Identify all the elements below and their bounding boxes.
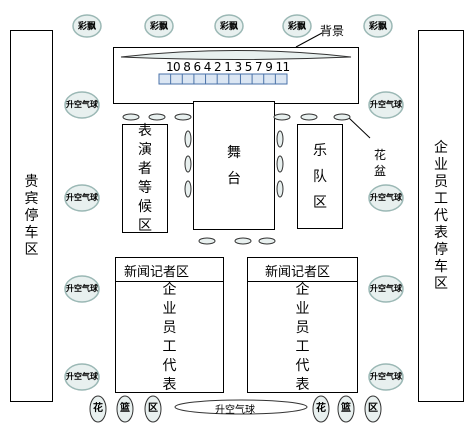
numbers-bar-frame [158, 73, 288, 85]
employees-label-left: 企业员工代表 [162, 282, 177, 393]
stage-label: 舞台 [227, 144, 241, 187]
streamer-label: 彩飘 [219, 22, 239, 32]
flower-basket [312, 395, 330, 423]
balloon-ellipse [64, 184, 100, 212]
bottom-balloon-label: 升空气球 [215, 405, 255, 416]
divider-right [247, 281, 358, 282]
press-label-right: 新闻记者区 [265, 265, 331, 280]
stage-numbers-bar [158, 73, 288, 85]
flower-basket [116, 395, 134, 423]
balloon-ellipse [64, 363, 100, 391]
flower-basket [89, 395, 107, 423]
flower-pot [198, 237, 216, 245]
flower-pot-label: 花盆 [373, 148, 386, 178]
flower-pot [174, 113, 192, 121]
stage-area [193, 101, 275, 230]
backdrop-label: 背景 [320, 24, 345, 38]
flower-basket-label: 花 [316, 403, 326, 414]
balloon-ellipse [368, 363, 404, 391]
balloon-ellipse [64, 275, 100, 303]
flower-pot-pointer [348, 117, 371, 139]
ellipse-layer [64, 14, 404, 391]
flower-pot [333, 113, 351, 121]
flower-pot [276, 155, 284, 173]
employee-parking-area [418, 30, 464, 402]
press-area-right [247, 257, 358, 393]
flower-pot [258, 237, 276, 245]
balloon-ellipse [64, 91, 100, 119]
streamer-ellipse [144, 14, 174, 38]
backdrop-curve [120, 50, 352, 60]
balloon-label: 升空气球 [66, 372, 98, 381]
streamer-label: 彩飘 [77, 22, 97, 32]
balloon-label: 升空气球 [370, 193, 402, 202]
press-label-left: 新闻记者区 [124, 265, 190, 280]
flower-pot [234, 237, 252, 245]
balloon-label: 升空气球 [370, 284, 402, 293]
balloon-ellipse [368, 275, 404, 303]
flower-basket-label: 花 [93, 403, 103, 414]
callout-lines [295, 32, 371, 139]
flower-pot [273, 113, 291, 121]
vip-parking-area [10, 30, 53, 402]
performers-waiting-area [122, 124, 168, 233]
flower-pot [122, 113, 140, 121]
balloon-ellipse [368, 91, 404, 119]
streamer-label: 彩飘 [287, 22, 307, 32]
backdrop-pointer [295, 32, 323, 48]
band-area [297, 124, 343, 229]
streamer-ellipse [363, 14, 393, 38]
streamer-ellipse [282, 14, 312, 38]
balloon-label: 升空气球 [370, 372, 402, 381]
streamer-label: 彩飘 [368, 22, 388, 32]
flower-pot [300, 113, 318, 121]
streamer-ellipse [214, 14, 244, 38]
performers-waiting-label: 表演者等候区 [138, 122, 152, 234]
flower-pot [184, 180, 192, 198]
flower-basket-label: 篮 [120, 403, 130, 414]
bottom-decor [89, 395, 382, 423]
balloon-label: 升空气球 [66, 193, 98, 202]
flower-basket-label: 篮 [341, 403, 351, 414]
streamer-ellipse [72, 14, 102, 38]
balloon-label: 升空气球 [66, 100, 98, 109]
flower-pot [276, 130, 284, 148]
band-label: 乐队区 [313, 142, 327, 211]
balloon-ellipse [368, 184, 404, 212]
stage-numbers: 10 8 6 4 2 1 3 5 7 9 11 [166, 60, 290, 74]
press-area-left [115, 257, 224, 393]
employees-label-right: 企业员工代表 [295, 282, 310, 393]
vip-parking-label: 贵宾停车区 [24, 173, 39, 258]
divider-left [115, 281, 224, 282]
streamer-label: 彩飘 [149, 22, 169, 32]
flower-pot [184, 130, 192, 148]
flower-basket [337, 395, 355, 423]
flower-basket [364, 395, 382, 423]
balloon-label: 升空气球 [370, 100, 402, 109]
flower-pot [276, 180, 284, 198]
employee-parking-label: 企业员工代表停车区 [434, 139, 448, 292]
flower-basket [144, 395, 162, 423]
flower-basket-label: 区 [368, 403, 378, 414]
bottom-balloon-ellipse [174, 399, 308, 415]
balloon-label: 升空气球 [66, 284, 98, 293]
flower-pot [184, 155, 192, 173]
flower-pot [148, 113, 166, 121]
flower-basket-label: 区 [148, 403, 158, 414]
